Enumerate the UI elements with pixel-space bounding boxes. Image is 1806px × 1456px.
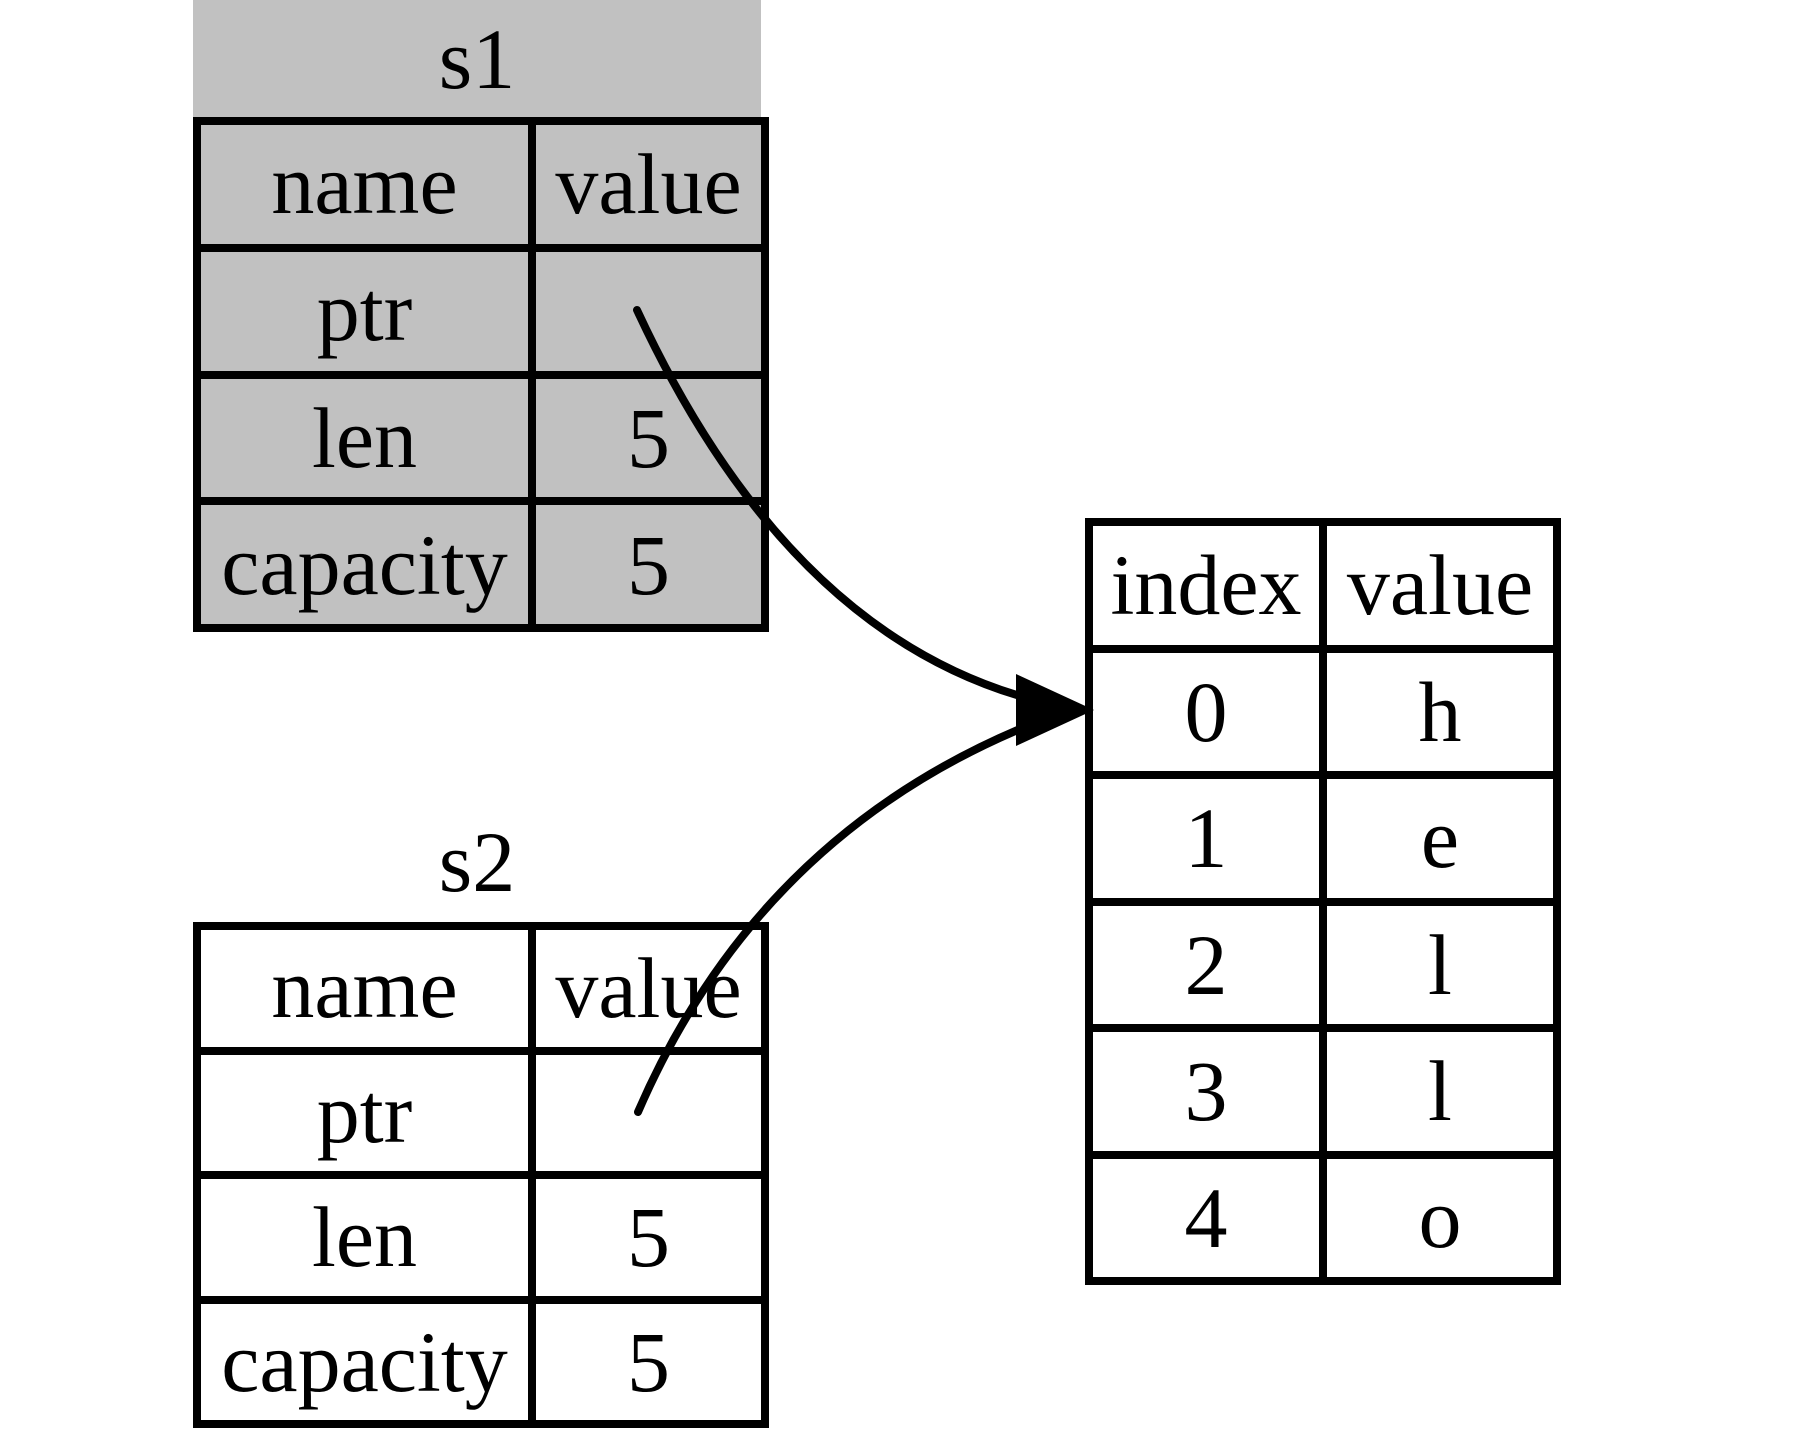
s2-row-len: len 5 <box>193 1171 769 1304</box>
heap-index-3: 3 <box>1085 1024 1327 1159</box>
s2-capacity-value: 5 <box>528 1295 769 1428</box>
heap-index-2: 2 <box>1085 897 1327 1032</box>
heap-row-1: 1 e <box>1085 771 1561 906</box>
s2-header-value: value <box>528 922 769 1055</box>
heap-value-1: e <box>1319 771 1561 906</box>
s1-row-len: len 5 <box>193 370 769 506</box>
heap-value-0: h <box>1319 644 1561 779</box>
s2-struct-table: name value ptr len 5 capacity 5 <box>193 922 769 1428</box>
s1-header-name: name <box>193 117 536 252</box>
heap-row-2: 2 l <box>1085 897 1561 1032</box>
s2-capacity-label: capacity <box>193 1295 536 1428</box>
heap-header-value: value <box>1319 518 1561 653</box>
s1-title: s1 <box>438 11 516 107</box>
heap-index-4: 4 <box>1085 1150 1327 1285</box>
s1-struct-table: name value ptr len 5 capacity 5 <box>193 117 769 632</box>
s1-len-value: 5 <box>528 370 769 506</box>
s2-header-name: name <box>193 922 536 1055</box>
heap-row-3: 3 l <box>1085 1024 1561 1159</box>
s1-title-band: s1 <box>193 0 761 118</box>
s2-header-row: name value <box>193 922 769 1055</box>
heap-value-3: l <box>1319 1024 1561 1159</box>
s2-len-label: len <box>193 1171 536 1304</box>
s2-row-ptr: ptr <box>193 1046 769 1179</box>
s1-row-capacity: capacity 5 <box>193 497 769 632</box>
heap-row-4: 4 o <box>1085 1150 1561 1285</box>
s2-row-capacity: capacity 5 <box>193 1295 769 1428</box>
s1-len-label: len <box>193 370 536 506</box>
s1-capacity-label: capacity <box>193 497 536 632</box>
s2-title-band: s2 <box>193 816 761 908</box>
s1-capacity-value: 5 <box>528 497 769 632</box>
s2-ptr-value-cell <box>528 1046 769 1179</box>
heap-buffer-table: index value 0 h 1 e 2 l 3 l 4 o <box>1085 518 1561 1285</box>
heap-index-1: 1 <box>1085 771 1327 906</box>
s1-ptr-label: ptr <box>193 243 536 379</box>
heap-header-row: index value <box>1085 518 1561 653</box>
s2-ptr-label: ptr <box>193 1046 536 1179</box>
heap-header-index: index <box>1085 518 1327 653</box>
arrowhead-icon <box>1016 674 1094 746</box>
s2-title: s2 <box>438 814 516 910</box>
s1-row-ptr: ptr <box>193 243 769 379</box>
heap-value-2: l <box>1319 897 1561 1032</box>
heap-index-0: 0 <box>1085 644 1327 779</box>
s1-ptr-value-cell <box>528 243 769 379</box>
heap-value-4: o <box>1319 1150 1561 1285</box>
s1-header-row: name value <box>193 117 769 252</box>
s2-len-value: 5 <box>528 1171 769 1304</box>
heap-row-0: 0 h <box>1085 644 1561 779</box>
s1-header-value: value <box>528 117 769 252</box>
